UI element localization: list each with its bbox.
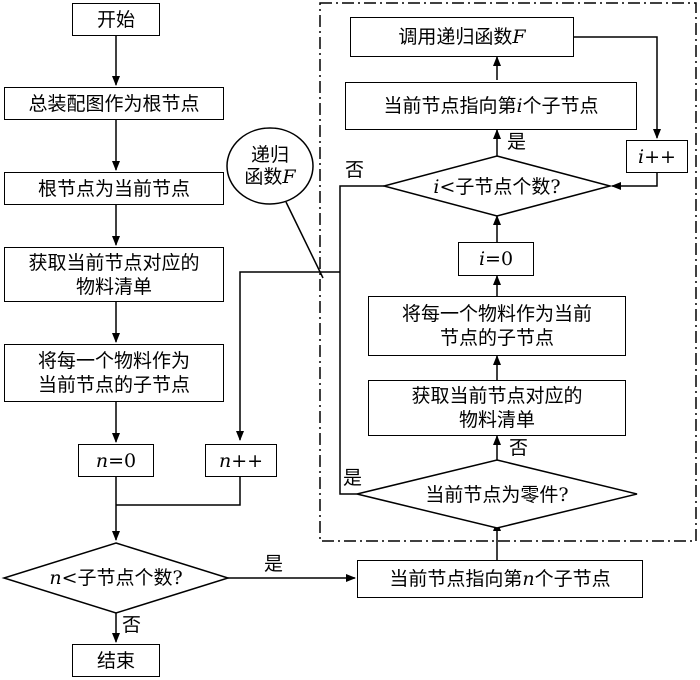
point-n-var: n <box>522 568 535 590</box>
root-node-text: 总装配图作为根节点 <box>28 92 200 115</box>
recursive-label-line2: 函数F <box>244 166 295 188</box>
is-part-text: 当前节点为零件? <box>425 484 569 506</box>
n-inc-var: n <box>218 449 232 472</box>
bom-box-right: 获取当前节点对应的 物料清单 <box>368 380 626 436</box>
recursive-function-label: 递归 函数F <box>228 140 312 192</box>
recursive-label-line2-text: 函数 <box>244 166 283 188</box>
point-i-var: i <box>516 95 523 117</box>
recursive-function-frame <box>319 2 697 542</box>
children-text-left: 将每一个物料作为 当前节点的子节点 <box>37 350 190 396</box>
i-increment-box: i++ <box>626 140 688 173</box>
no-label-part: 否 <box>509 437 529 459</box>
children-text-right: 将每一个物料作为当前 节点的子节点 <box>401 303 592 349</box>
point-n-pre: 当前节点指向第 <box>389 568 523 590</box>
decision-i-diamond <box>381 155 613 217</box>
end-text: 结束 <box>96 649 135 672</box>
i-inc-var: i <box>638 145 645 168</box>
decision-part-diamond <box>356 459 638 529</box>
line-ninc-merge <box>116 476 241 506</box>
n-increment-box: n++ <box>205 444 277 477</box>
decision-i-text: i<子节点个数? <box>396 175 598 199</box>
recursive-label-leader <box>285 201 324 279</box>
line-condi-no <box>339 185 384 495</box>
recursive-label-line1: 递归 <box>250 144 289 166</box>
i-init-box: i=0 <box>458 242 534 276</box>
root-node-box: 总装配图作为根节点 <box>4 87 224 120</box>
recursive-label-line2-var: F <box>282 166 296 188</box>
n-init-rest: =0 <box>108 449 137 472</box>
current-node-box: 根节点为当前节点 <box>4 172 224 205</box>
point-i-post: 个子节点 <box>522 95 599 117</box>
yes-label-part: 是 <box>343 467 363 489</box>
i-init-var: i <box>478 248 486 270</box>
end-box: 结束 <box>72 644 160 677</box>
cond-i-var: i <box>433 176 440 198</box>
yes-label-i: 是 <box>507 131 527 153</box>
cond-n-rest: <子节点个数? <box>61 567 183 589</box>
n-init-box: n=0 <box>78 444 154 477</box>
recursive-function-ellipse <box>226 127 314 205</box>
call-recursive-text: 调用递归函数 <box>398 26 513 48</box>
arrow-call-iinc <box>574 36 661 139</box>
point-n-post: 个子节点 <box>534 568 611 590</box>
decision-n-diamond <box>1 542 231 614</box>
i-init-rest: =0 <box>485 248 514 270</box>
no-label-i: 否 <box>345 159 365 181</box>
call-recursive-var: F <box>512 26 526 48</box>
children-box-right: 将每一个物料作为当前 节点的子节点 <box>368 296 626 356</box>
children-box-left: 将每一个物料作为 当前节点的子节点 <box>4 344 224 402</box>
bom-text-left: 获取当前节点对应的 物料清单 <box>28 251 200 298</box>
n-init-var: n <box>95 449 109 472</box>
point-i-pre: 当前节点指向第 <box>383 95 517 117</box>
current-node-text: 根节点为当前节点 <box>37 177 190 200</box>
bom-box-left: 获取当前节点对应的 物料清单 <box>4 247 224 302</box>
cond-i-rest: <子节点个数? <box>439 176 561 198</box>
start-text: 开始 <box>96 8 135 31</box>
decision-n-text: n<子节点个数? <box>20 566 212 590</box>
arrow-iinc-condi <box>611 172 658 190</box>
no-label-n: 否 <box>122 614 142 636</box>
bom-text-right: 获取当前节点对应的 物料清单 <box>411 385 583 431</box>
cond-n-var: n <box>49 567 62 589</box>
decision-part-text: 当前节点为零件? <box>380 483 614 507</box>
arrow-exit-ninc <box>236 271 340 441</box>
n-inc-rest: ++ <box>231 449 264 472</box>
start-box: 开始 <box>72 3 160 36</box>
yes-label-n: 是 <box>264 553 284 575</box>
i-inc-rest: ++ <box>644 145 676 168</box>
